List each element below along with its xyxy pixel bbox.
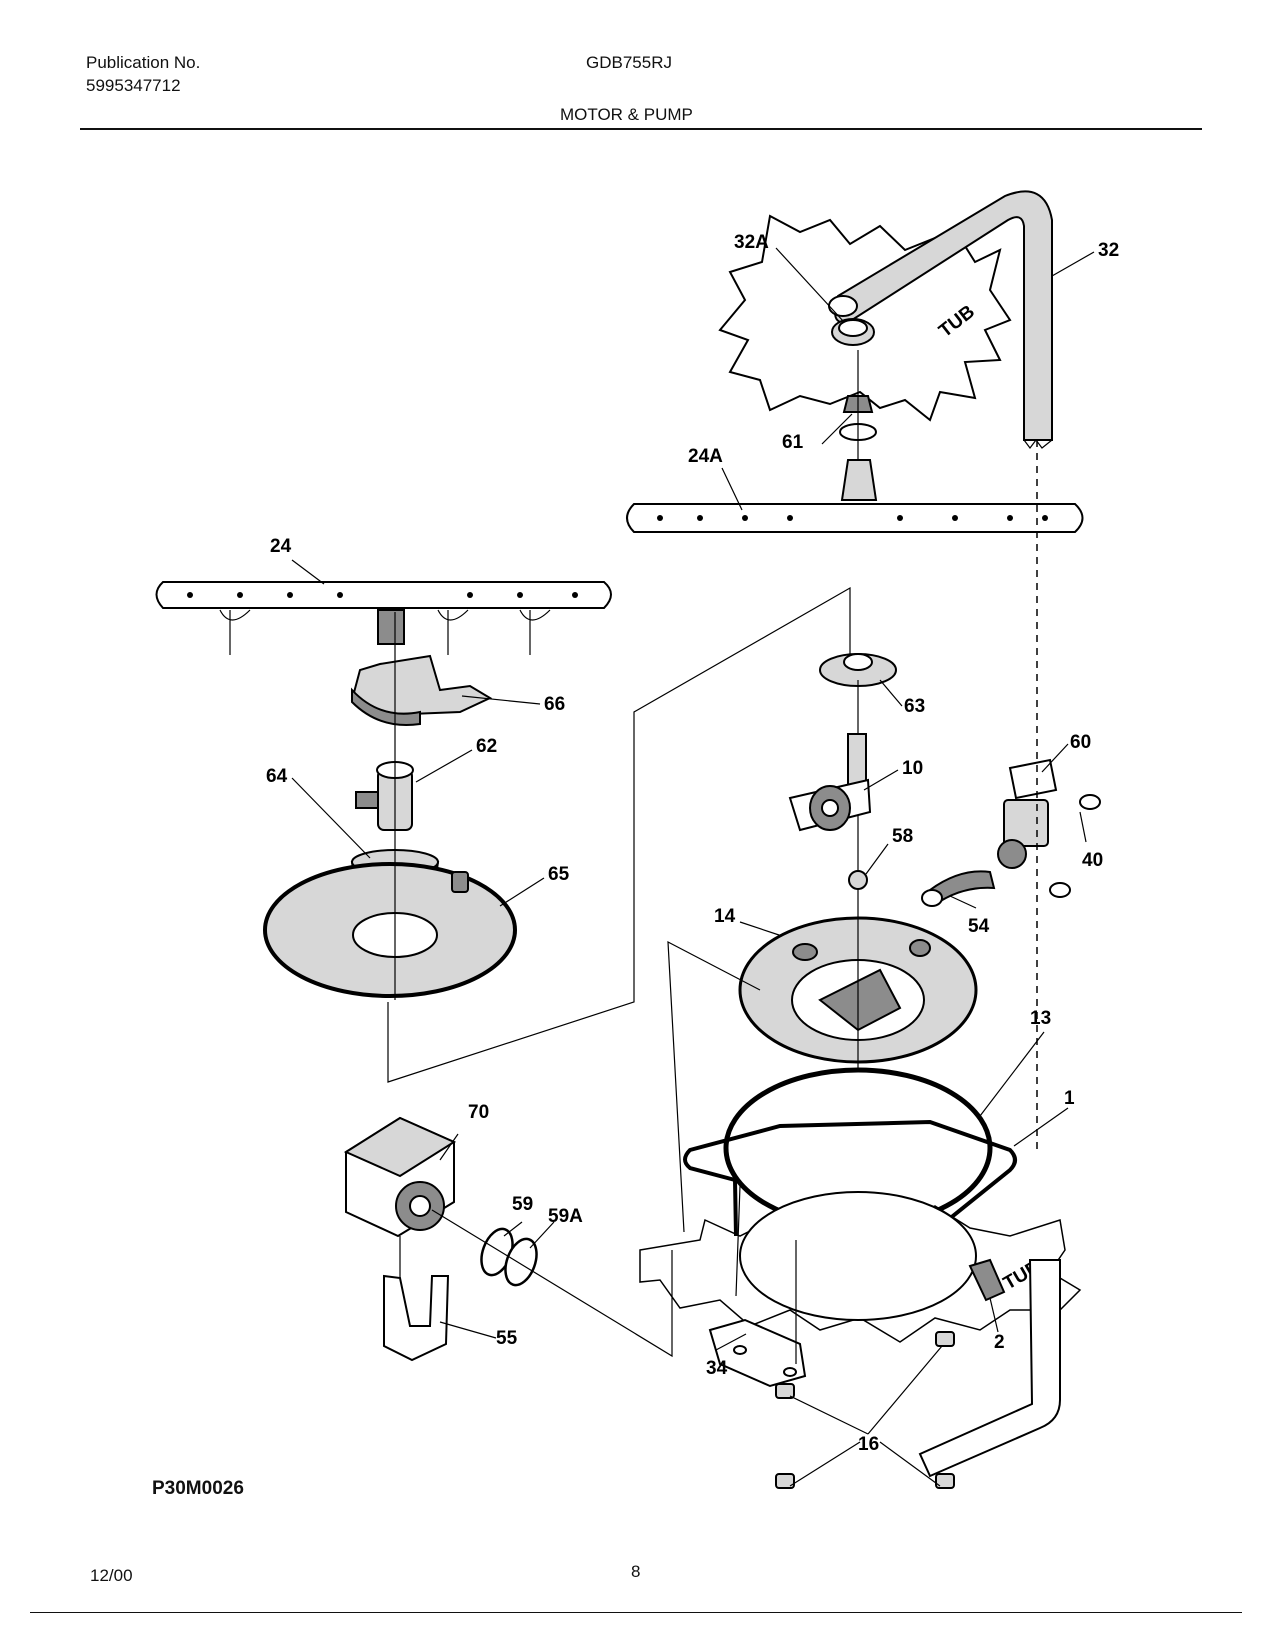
callout-70: 70 bbox=[468, 1102, 489, 1123]
callout-14: 14 bbox=[714, 906, 736, 927]
fill-hose-54 bbox=[921, 870, 996, 907]
water-valve-60 bbox=[997, 758, 1058, 869]
drain-hose bbox=[918, 1259, 1061, 1478]
callout-59: 59 bbox=[512, 1194, 533, 1215]
deflector-66 bbox=[350, 654, 493, 726]
callout-63: 63 bbox=[904, 696, 925, 717]
callout-10: 10 bbox=[902, 758, 923, 779]
callout-34: 34 bbox=[706, 1358, 728, 1379]
callout-labels: 32A 32 61 24A 24 66 63 62 64 10 60 58 65… bbox=[266, 232, 1119, 1455]
leader-lines bbox=[291, 247, 1095, 1487]
motor-bracket-55 bbox=[383, 1274, 450, 1362]
drawing-id: P30M0026 bbox=[152, 1478, 244, 1499]
mounting-bracket-34 bbox=[708, 1318, 807, 1388]
motor-70 bbox=[343, 1116, 457, 1238]
upper-spray-arm-24A bbox=[626, 459, 1084, 533]
callout-55: 55 bbox=[496, 1328, 518, 1349]
check-ball-58 bbox=[848, 870, 868, 890]
pump-housing-10 bbox=[788, 733, 872, 832]
callout-58: 58 bbox=[892, 826, 913, 847]
lower-spray-arm-24 bbox=[155, 581, 612, 655]
callout-61: 61 bbox=[782, 432, 804, 453]
header-rule bbox=[80, 128, 1202, 130]
section-title: MOTOR & PUMP bbox=[560, 105, 693, 124]
callout-1: 1 bbox=[1064, 1088, 1075, 1109]
callout-32A: 32A bbox=[734, 232, 769, 253]
page-number: 8 bbox=[631, 1562, 641, 1581]
callout-2: 2 bbox=[994, 1332, 1005, 1353]
tube-nut-32A bbox=[831, 318, 875, 346]
callout-16: 16 bbox=[858, 1434, 879, 1455]
callout-54: 54 bbox=[968, 916, 990, 937]
footer-rule bbox=[30, 1612, 1242, 1613]
callout-24A: 24A bbox=[688, 446, 723, 467]
heater-element-1 bbox=[683, 1119, 1017, 1263]
callout-32: 32 bbox=[1098, 240, 1119, 261]
callout-66: 66 bbox=[544, 694, 565, 715]
tub-lower-fragment bbox=[639, 1191, 1082, 1343]
ground-clip-2 bbox=[968, 1258, 1006, 1302]
footer-date: 12/00 bbox=[90, 1566, 133, 1585]
spray-arm-support-63 bbox=[819, 653, 897, 687]
callout-59A: 59A bbox=[548, 1206, 583, 1227]
drain-filter-cup-62 bbox=[355, 761, 414, 831]
callout-65: 65 bbox=[548, 864, 570, 885]
publication-number: 5995347712 bbox=[86, 76, 181, 95]
publication-label: Publication No. bbox=[86, 53, 201, 72]
callout-13: 13 bbox=[1030, 1008, 1051, 1029]
callout-40: 40 bbox=[1082, 850, 1103, 871]
o-ring-59A bbox=[504, 1237, 538, 1287]
strainer-screen-65 bbox=[263, 862, 517, 998]
nuts-16 bbox=[775, 1331, 955, 1489]
callout-24: 24 bbox=[270, 536, 292, 557]
callout-64: 64 bbox=[266, 766, 288, 787]
model-number: GDB755RJ bbox=[586, 53, 672, 72]
tub-upper-fragment bbox=[718, 214, 1012, 422]
callout-60: 60 bbox=[1070, 732, 1091, 753]
callout-62: 62 bbox=[476, 736, 497, 757]
valve-clamp-40 bbox=[1049, 794, 1101, 898]
